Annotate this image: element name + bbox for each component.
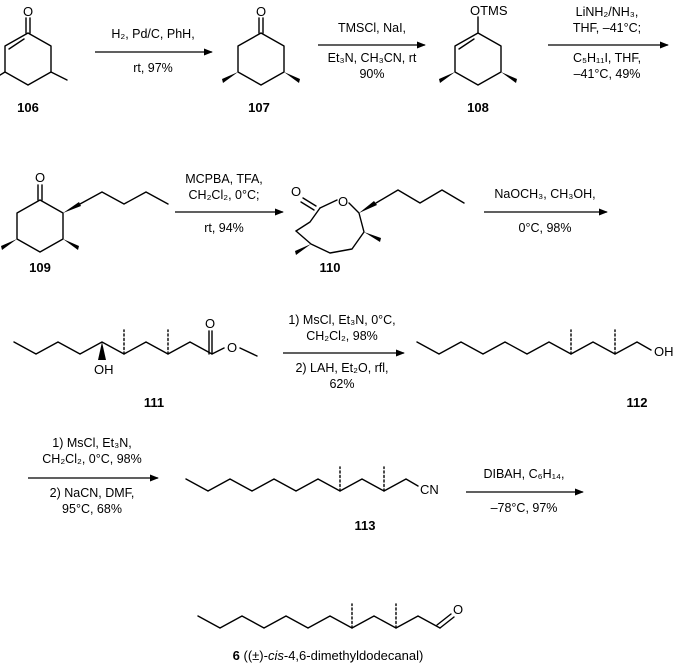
- compound-111-structure: [13, 329, 258, 360]
- compound-name-prefix: ((±)-: [240, 648, 268, 663]
- reaction-step-6: 1) MsCl, Et₃N, 0°C, CH₂Cl₂, 98% 2) LAH, …: [283, 313, 405, 391]
- compound-110: O O 110: [291, 184, 465, 275]
- compound-111: O O OH 111: [13, 316, 258, 410]
- conditions-line: CH₂Cl₂, 98%: [306, 329, 378, 343]
- reaction-step-5: NaOCH₃, CH₃OH, 0°C, 98%: [484, 187, 608, 235]
- compound-106: O 106: [0, 4, 68, 115]
- compound-label: 107: [248, 100, 270, 115]
- reaction-step-2: TMSCl, NaI, Et₃N, CH₃CN, rt 90%: [318, 21, 426, 81]
- conditions-line: NaOCH₃, CH₃OH,: [494, 187, 595, 201]
- compound-6-structure: [197, 603, 455, 629]
- carbonyl-oxygen: O: [35, 170, 45, 185]
- compound-110-structure: [295, 189, 465, 255]
- compound-6: O 6 ((±)-cis-4,6-dimethyldodecanal): [197, 602, 463, 663]
- ring-oxygen: O: [338, 194, 348, 209]
- compound-112: OH 112: [416, 329, 674, 410]
- compound-107: O 107: [222, 4, 300, 115]
- conditions-line: rt, 97%: [133, 61, 173, 75]
- conditions-line: –41°C, 49%: [574, 67, 641, 81]
- ester-carbonyl-oxygen: O: [205, 316, 215, 331]
- compound-108-structure: [439, 16, 517, 86]
- conditions-line: CH₂Cl₂, 0°C;: [189, 188, 260, 202]
- compound-label: 113: [355, 518, 376, 533]
- compound-label: 111: [144, 395, 164, 410]
- conditions-line: 2) NaCN, DMF,: [50, 486, 135, 500]
- reaction-step-7: 1) MsCl, Et₃N, CH₂Cl₂, 0°C, 98% 2) NaCN,…: [28, 436, 159, 516]
- conditions-line: 90%: [359, 67, 384, 81]
- carbonyl-oxygen: O: [23, 4, 33, 19]
- carbonyl-oxygen: O: [256, 4, 266, 19]
- conditions-line: 95°C, 68%: [62, 502, 122, 516]
- conditions-line: CH₂Cl₂, 0°C, 98%: [42, 452, 141, 466]
- conditions-line: 1) MsCl, Et₃N, 0°C,: [288, 313, 395, 327]
- hydroxyl-group: OH: [94, 362, 114, 377]
- compound-109-structure: [1, 184, 169, 253]
- compound-label: 108: [467, 100, 489, 115]
- compound-label: 112: [627, 395, 648, 410]
- compound-108: OTMS 108: [439, 3, 517, 115]
- compound-112-structure: [416, 329, 652, 355]
- reaction-step-8: DIBAH, C₆H₁₄, –78°C, 97%: [466, 467, 584, 515]
- reaction-step-3: LiNH₂/NH₃, THF, –41°C; C₅H₁₁I, THF, –41°…: [548, 5, 669, 81]
- conditions-line: rt, 94%: [204, 221, 244, 235]
- reaction-step-4: MCPBA, TFA, CH₂Cl₂, 0°C; rt, 94%: [175, 172, 284, 235]
- compound-label: 110: [320, 260, 341, 275]
- compound-label: 109: [29, 260, 51, 275]
- compound-109: O 109: [1, 170, 169, 275]
- conditions-line: TMSCl, NaI,: [338, 21, 406, 35]
- conditions-line: 1) MsCl, Et₃N,: [52, 436, 131, 450]
- conditions-line: LiNH₂/NH₃,: [576, 5, 639, 19]
- compound-name-suffix: -4,6-dimethyldodecanal): [284, 648, 423, 663]
- conditions-line: 0°C, 98%: [519, 221, 572, 235]
- conditions-line: DIBAH, C₆H₁₄,: [483, 467, 564, 481]
- ester-oxygen: O: [227, 340, 237, 355]
- conditions-line: MCPBA, TFA,: [185, 172, 263, 186]
- compound-113-structure: [185, 466, 419, 492]
- compound-label: 106: [17, 100, 39, 115]
- hydroxyl-group: OH: [654, 344, 674, 359]
- trimethylsilyloxy-group: OTMS: [470, 3, 508, 18]
- conditions-line: Et₃N, CH₃CN, rt: [328, 51, 417, 65]
- conditions-line: THF, –41°C;: [573, 21, 641, 35]
- compound-name-stereo: cis: [268, 648, 284, 663]
- conditions-line: H₂, Pd/C, PhH,: [111, 27, 194, 41]
- nitrile-group: CN: [420, 482, 439, 497]
- conditions-line: –78°C, 97%: [491, 501, 558, 515]
- compound-107-structure: [222, 17, 300, 86]
- conditions-line: 2) LAH, Et₂O, rfl,: [295, 361, 388, 375]
- compound-106-structure: [0, 17, 68, 86]
- compound-113: CN 113: [185, 466, 439, 533]
- reaction-step-1: H₂, Pd/C, PhH, rt, 97%: [95, 27, 213, 75]
- carbonyl-oxygen: O: [291, 184, 301, 199]
- compound-number: 6: [233, 648, 240, 663]
- conditions-line: 62%: [329, 377, 354, 391]
- conditions-line: C₅H₁₁I, THF,: [573, 51, 641, 65]
- aldehyde-oxygen: O: [453, 602, 463, 617]
- compound-label: 6 ((±)-cis-4,6-dimethyldodecanal): [233, 648, 424, 663]
